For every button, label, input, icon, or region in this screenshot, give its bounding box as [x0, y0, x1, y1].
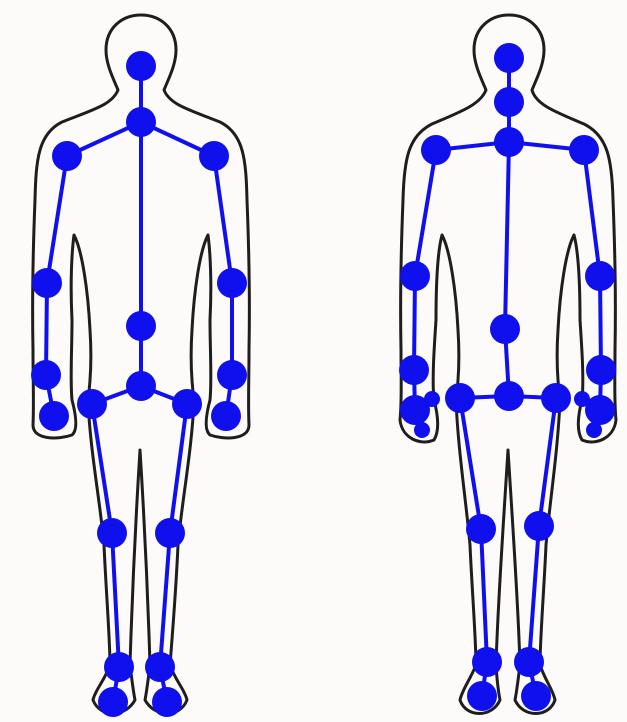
- joint-left-elbow: [217, 268, 247, 298]
- joint-left-ankle: [145, 652, 175, 682]
- joint-pelvis: [126, 371, 156, 401]
- joint-spine-mid: [126, 311, 156, 341]
- bone-left-hip-to-left-knee: [170, 404, 187, 533]
- bone-left-hip-to-left-knee: [539, 398, 556, 526]
- bone-left-knee-to-left-ankle: [529, 526, 539, 662]
- joint-spine-shoulder: [494, 127, 524, 157]
- joint-left-elbow: [585, 261, 615, 291]
- bone-right-shoulder-to-right-elbow: [47, 156, 67, 283]
- joint-right-foot: [98, 687, 128, 717]
- joint-left-hip: [541, 383, 571, 413]
- joint-left-hip: [172, 389, 202, 419]
- joint-right-wrist: [31, 360, 61, 390]
- joint-left-shoulder: [199, 141, 229, 171]
- joint-right-hip: [445, 383, 475, 413]
- joint-left-knee: [155, 518, 185, 548]
- bone-left-knee-to-left-ankle: [160, 533, 170, 667]
- joint-left-thumb: [574, 391, 590, 407]
- joint-right-foot: [467, 681, 497, 711]
- joint-right-knee: [97, 518, 127, 548]
- joint-right-thumb: [424, 391, 440, 407]
- joint-right-hip: [77, 389, 107, 419]
- joint-neck: [494, 87, 524, 117]
- joint-spine-mid: [490, 314, 520, 344]
- joint-left-knee: [524, 511, 554, 541]
- joint-left-shoulder: [569, 135, 599, 165]
- joint-left-foot: [521, 681, 551, 711]
- joint-right-hand: [39, 401, 69, 431]
- joint-right-elbow: [400, 261, 430, 291]
- joint-left-wrist: [586, 355, 616, 385]
- bone-left-shoulder-to-left-elbow: [584, 150, 600, 276]
- joint-right-shoulder: [421, 135, 451, 165]
- joint-left-ankle: [514, 647, 544, 677]
- joint-right-ankle: [472, 647, 502, 677]
- joint-right-knee: [466, 514, 496, 544]
- joint-head: [494, 43, 524, 73]
- bone-spine-shoulder-to-spine-mid: [505, 142, 509, 329]
- bone-left-shoulder-to-left-elbow: [214, 156, 232, 283]
- joint-right-shoulder: [52, 141, 82, 171]
- joint-head: [126, 51, 156, 81]
- bone-right-knee-to-right-ankle: [112, 533, 119, 667]
- joint-right-hand-tip: [414, 422, 430, 438]
- joint-left-hand: [211, 401, 241, 431]
- joint-neck: [126, 107, 156, 137]
- joint-right-ankle: [104, 652, 134, 682]
- joint-right-elbow: [32, 268, 62, 298]
- joint-left-foot: [152, 687, 182, 717]
- joint-left-wrist: [217, 360, 247, 390]
- bone-right-hip-to-right-knee: [460, 398, 481, 529]
- joint-spine-base: [494, 381, 524, 411]
- joint-right-wrist: [399, 355, 429, 385]
- joint-left-hand-tip: [586, 422, 602, 438]
- bone-right-shoulder-to-right-elbow: [415, 150, 436, 276]
- bone-right-knee-to-right-ankle: [481, 529, 487, 662]
